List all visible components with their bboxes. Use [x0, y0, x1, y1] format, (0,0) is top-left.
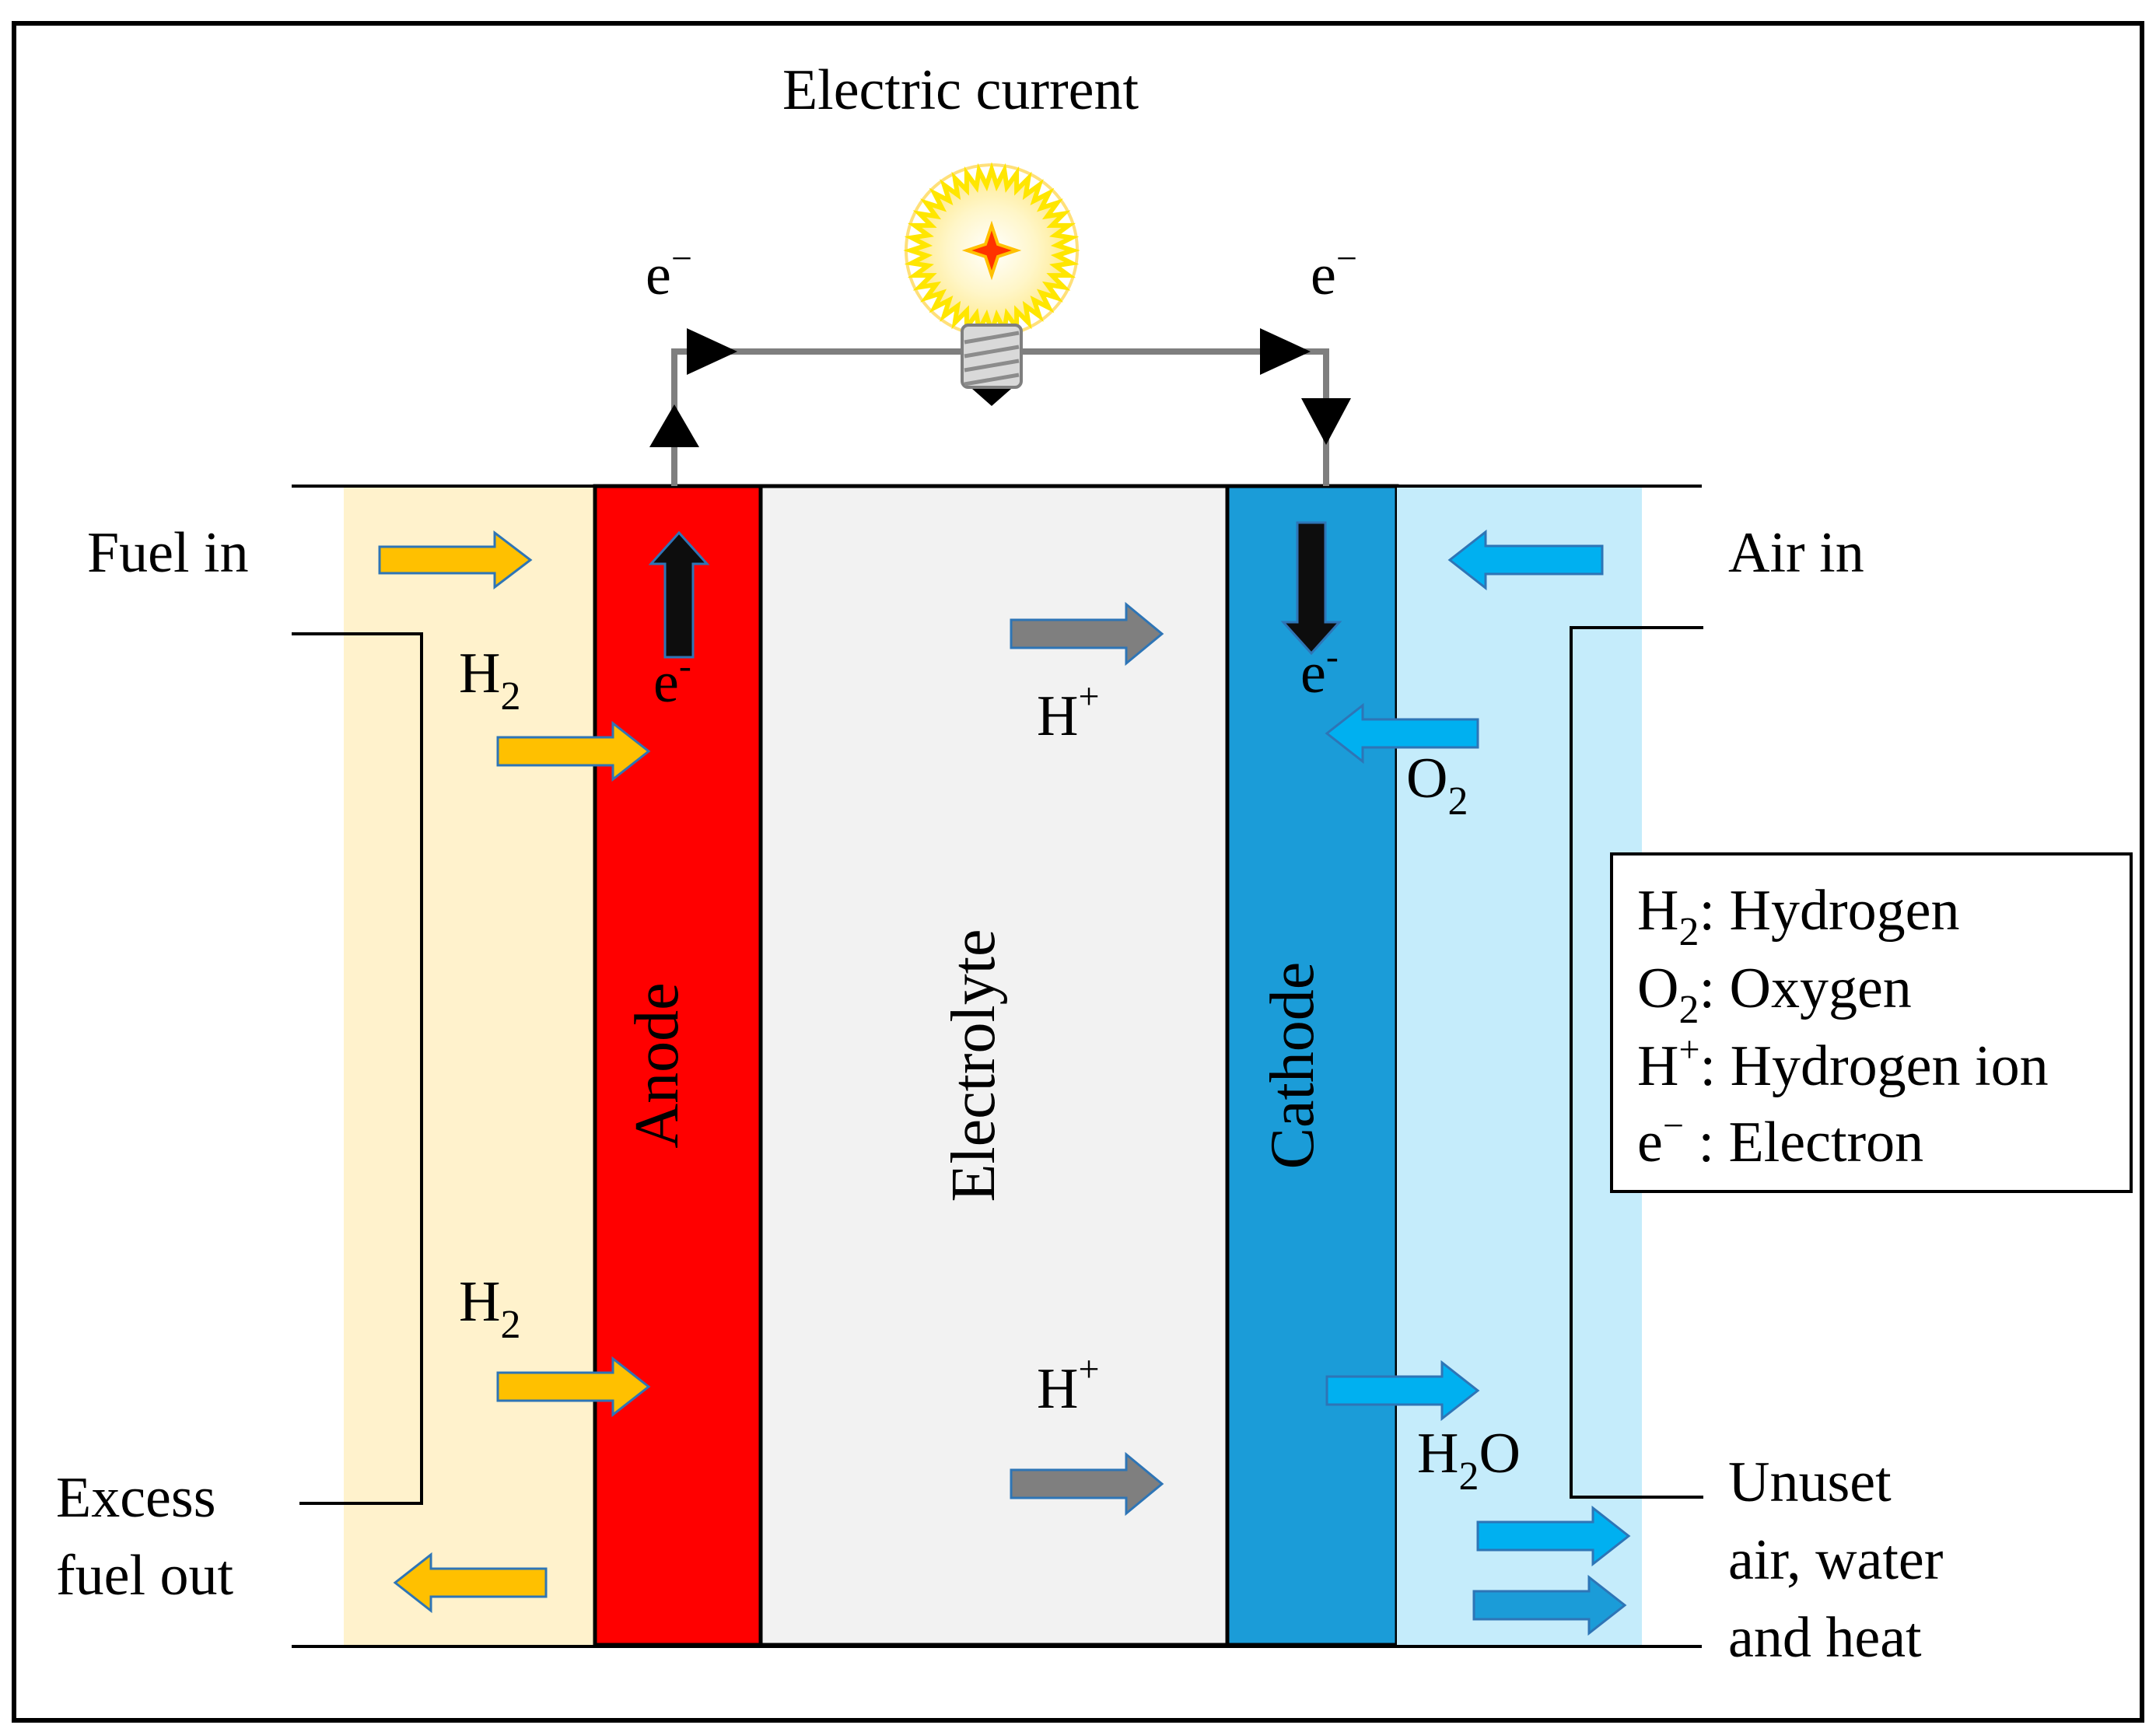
cathode-electron-label: e-	[1300, 636, 1339, 705]
fuel-in-label: Fuel in	[87, 521, 249, 585]
legend-item-oxygen: O2: Oxygen	[1637, 957, 1912, 1032]
h2-arrow-top	[496, 720, 651, 782]
water-arrow	[1325, 1359, 1480, 1422]
o2-arrow	[1325, 702, 1479, 765]
cathode-label: Cathode	[1258, 962, 1327, 1170]
electrolyte-layer	[758, 484, 1230, 1647]
h-plus-arrow-top	[1010, 601, 1164, 667]
unused-label-line1: Unuset	[1728, 1450, 1892, 1514]
electron-right-arrowhead-left	[687, 328, 737, 375]
anode-electron-up-arrow	[648, 530, 710, 659]
anode-electron-label: e-	[653, 646, 691, 715]
air-in-label: Air in	[1728, 521, 1864, 585]
unused-label-line3: and heat	[1728, 1606, 1922, 1670]
h2-label-bottom: H2	[459, 1270, 520, 1347]
excess-fuel-label-line2: fuel out	[56, 1544, 234, 1608]
electron-down-arrowhead	[1301, 398, 1351, 445]
legend-box	[1610, 852, 2133, 1193]
fuel-channel-wall	[292, 632, 423, 1505]
cathode-electron-down-arrow	[1280, 521, 1342, 656]
legend-item-electron: e− : Electron	[1637, 1105, 1923, 1174]
excess-fuel-arrow	[393, 1552, 548, 1614]
unused-air-arrow-top	[1476, 1505, 1631, 1567]
water-label: H2O	[1417, 1422, 1521, 1499]
unused-air-arrow-bottom	[1472, 1574, 1627, 1636]
electrolyte-label: Electrolyte	[940, 929, 1008, 1202]
electron-label-right: e−	[1311, 238, 1357, 307]
legend-item-hydrogen: H2: Hydrogen	[1637, 879, 1959, 954]
h-plus-arrow-bottom	[1010, 1451, 1164, 1517]
h2-label-top: H2	[459, 642, 520, 719]
air-in-arrow	[1447, 529, 1604, 591]
legend-item-hydrogen-ion: H+: Hydrogen ion	[1637, 1029, 2049, 1098]
anode-label: Anode	[623, 982, 691, 1148]
h-plus-label-bottom: H+	[1037, 1349, 1100, 1421]
title-electric-current: Electric current	[782, 58, 1139, 122]
electron-right-arrowhead-right	[1260, 328, 1311, 375]
fuel-channel	[344, 486, 594, 1645]
excess-fuel-label-line1: Excess	[56, 1466, 216, 1530]
air-channel	[1397, 486, 1642, 1645]
light-bulb-icon	[903, 162, 1080, 406]
fuel-in-arrow	[378, 530, 533, 590]
o2-label: O2	[1406, 747, 1468, 824]
unused-label-line2: air, water	[1728, 1528, 1943, 1592]
electron-label-left: e−	[646, 238, 692, 307]
electron-up-arrowhead	[649, 404, 699, 447]
legend: H2: Hydrogen O2: Oxygen H+: Hydrogen ion…	[1610, 852, 2133, 1193]
h2-arrow-bottom	[496, 1356, 651, 1418]
air-channel-wall	[1570, 626, 1703, 1499]
h-plus-label-top: H+	[1037, 676, 1100, 748]
